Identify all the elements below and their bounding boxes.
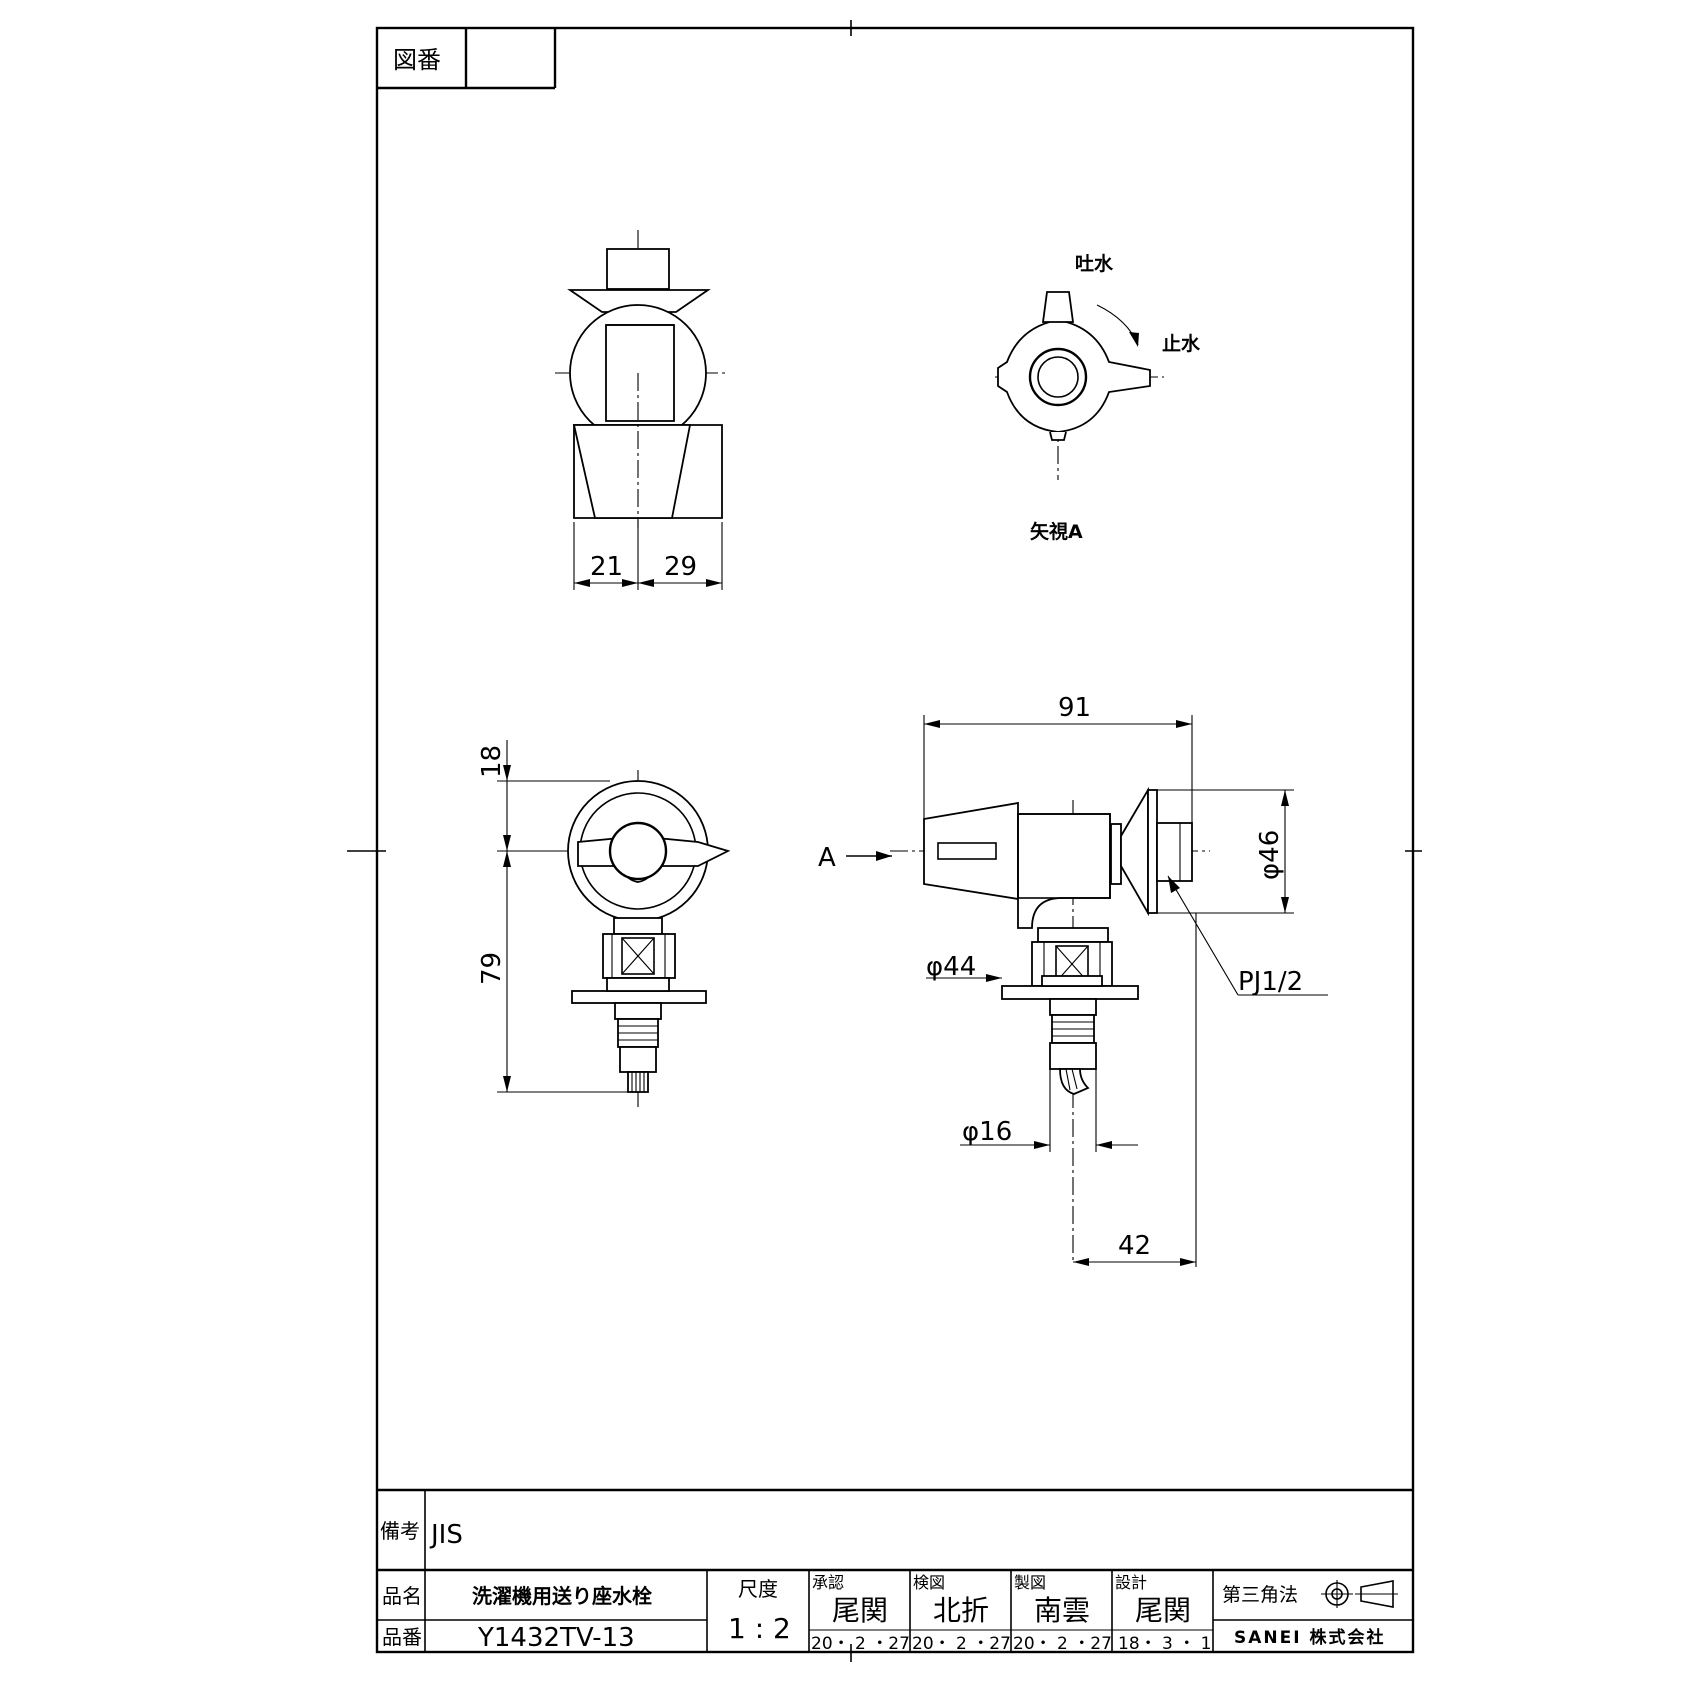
scale-value: 1 : 2 bbox=[728, 1612, 791, 1645]
name-label: 品名 bbox=[382, 1584, 422, 1608]
title-block: 備考 JIS 品名 洗濯機用送り座水栓 品番 Y1432TV-13 尺度 1 :… bbox=[377, 1488, 1413, 1654]
side-view-dimensions: 91 φ46 PJ1/2 φ44 φ16 42 bbox=[923, 693, 1328, 1267]
draft-name: 南雲 bbox=[1034, 1594, 1090, 1627]
scale-label: 尺度 bbox=[738, 1577, 778, 1601]
part-label: 品番 bbox=[382, 1625, 422, 1649]
draft-label: 製図 bbox=[1014, 1573, 1046, 1592]
side-view: A bbox=[818, 786, 1210, 1260]
design-date: 18・ 3 ・ 1 bbox=[1118, 1634, 1211, 1654]
design-label: 設計 bbox=[1115, 1573, 1147, 1592]
front-view-dimensions: 18 79 bbox=[477, 740, 628, 1093]
dim-flange-diameter: φ44 bbox=[926, 952, 976, 982]
thread-label: PJ1/2 bbox=[1238, 967, 1303, 997]
drawing-number-box: 図番 bbox=[377, 28, 557, 90]
design-name: 尾関 bbox=[1135, 1594, 1191, 1627]
top-view-dimensions: 21 29 bbox=[573, 522, 723, 590]
dim-top-left: 21 bbox=[590, 552, 623, 582]
remarks-label: 備考 bbox=[380, 1519, 420, 1543]
dim-side-width: 91 bbox=[1058, 693, 1091, 723]
top-view bbox=[555, 230, 725, 528]
company-name: SANEI 株式会社 bbox=[1234, 1627, 1385, 1648]
approval-label: 承認 bbox=[812, 1573, 844, 1592]
part-value: Y1432TV-13 bbox=[477, 1623, 635, 1653]
approval-date: 20・ 2 ・27 bbox=[811, 1634, 910, 1654]
remarks-value: JIS bbox=[429, 1520, 463, 1550]
spout-label: 吐水 bbox=[1075, 253, 1114, 275]
dim-front-top: 18 bbox=[477, 745, 507, 778]
third-angle-projection-icon bbox=[1321, 1580, 1398, 1608]
dim-pipe-diameter: φ16 bbox=[962, 1117, 1012, 1147]
dim-top-right: 29 bbox=[664, 552, 697, 582]
drawing-number-label: 図番 bbox=[393, 46, 441, 74]
projection-label: 第三角法 bbox=[1222, 1584, 1298, 1606]
approval-name: 尾関 bbox=[832, 1594, 888, 1627]
dim-side-diameter: φ46 bbox=[1255, 830, 1285, 880]
dim-offset: 42 bbox=[1118, 1231, 1151, 1261]
name-value: 洗濯機用送り座水栓 bbox=[472, 1584, 652, 1608]
front-view bbox=[555, 770, 731, 1108]
stop-label: 止水 bbox=[1162, 333, 1201, 355]
drawing-frame bbox=[375, 26, 1415, 1654]
dim-front-height: 79 bbox=[477, 952, 507, 985]
arrow-a-label: A bbox=[818, 843, 836, 873]
draft-date: 20・ 2 ・27 bbox=[1013, 1634, 1112, 1654]
view-a-handle: 吐水 止水 矢視A bbox=[995, 253, 1201, 543]
check-label: 検図 bbox=[913, 1573, 945, 1592]
check-date: 20・ 2 ・27 bbox=[912, 1634, 1011, 1654]
view-a-label: 矢視A bbox=[1030, 520, 1083, 543]
check-name: 北折 bbox=[933, 1594, 989, 1627]
